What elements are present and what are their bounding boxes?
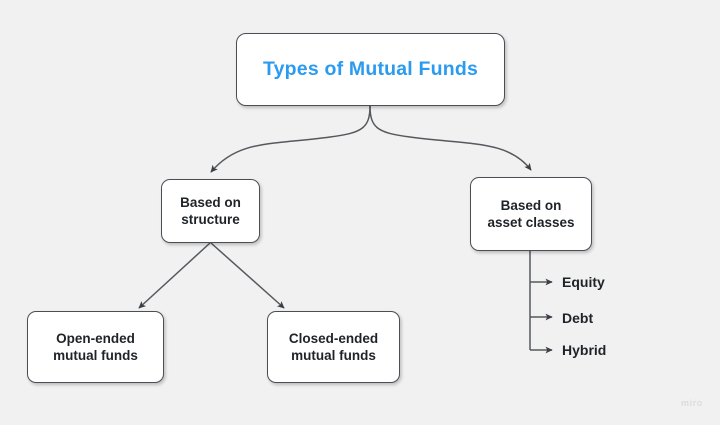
edge-structure-to-open-ended [138,242,211,309]
node-label: Based on asset classes [487,197,575,230]
node-label: Based on structure [180,194,241,227]
branch-label-debt[interactable]: Debt [562,310,594,326]
node-label: Types of Mutual Funds [262,58,479,81]
node-based-on-structure[interactable]: Based on structure [161,179,260,243]
edge-root-to-structure [210,105,371,173]
branch-label-hybrid[interactable]: Hybrid [562,342,607,358]
node-label: Closed-ended mutual funds [288,330,379,363]
node-based-on-asset-classes[interactable]: Based on asset classes [470,177,592,251]
edge-structure-to-closed-ended [210,242,285,309]
miro-watermark: miro [681,398,703,408]
node-open-ended-mutual-funds[interactable]: Open-ended mutual funds [27,311,164,383]
branch-label-equity[interactable]: Equity [562,274,605,290]
edge-root-to-asset [369,105,532,171]
node-label: Open-ended mutual funds [53,330,138,363]
node-types-of-mutual-funds[interactable]: Types of Mutual Funds [236,33,505,106]
node-closed-ended-mutual-funds[interactable]: Closed-ended mutual funds [267,311,400,383]
